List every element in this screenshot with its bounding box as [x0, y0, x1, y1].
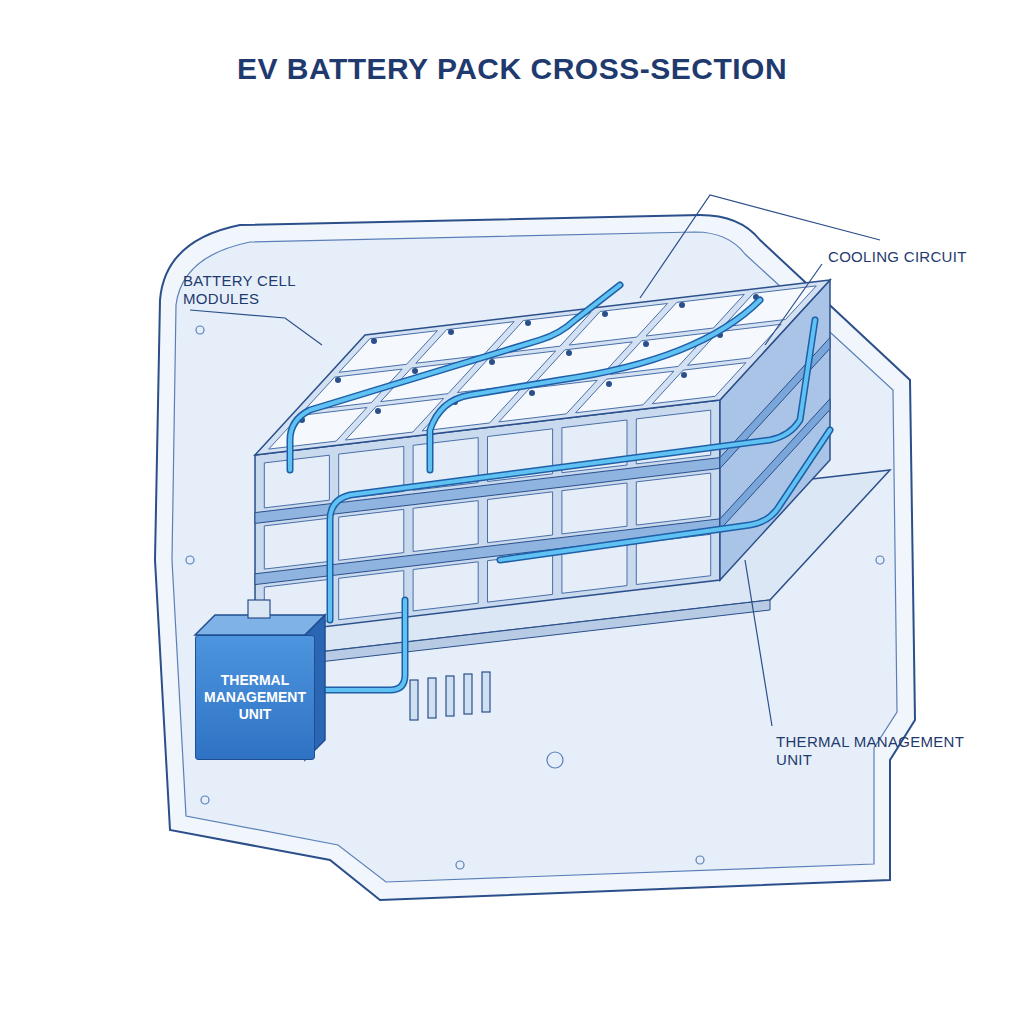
diagram-title: EV BATTERY PACK CROSS-SECTION — [0, 52, 1024, 86]
module-front — [255, 400, 720, 635]
part-label: COOLING CIRCUIT — [828, 248, 1008, 266]
cooling-fins — [410, 672, 490, 720]
part-label: THERMAL MANAGEMENT UNIT — [776, 733, 966, 769]
unit-box: THERMAL MANAGEMENT UNIT — [195, 635, 315, 760]
part-label: BATTERY CELL MODULES — [183, 272, 308, 308]
tmu-connector — [248, 600, 270, 618]
housing-inner — [172, 232, 897, 882]
module-top — [255, 280, 830, 455]
cooling-pipes — [290, 285, 830, 690]
housing-outline — [155, 215, 915, 900]
cell-terminals — [299, 294, 759, 423]
unit-label: THERMAL MANAGEMENT UNIT — [204, 672, 306, 723]
